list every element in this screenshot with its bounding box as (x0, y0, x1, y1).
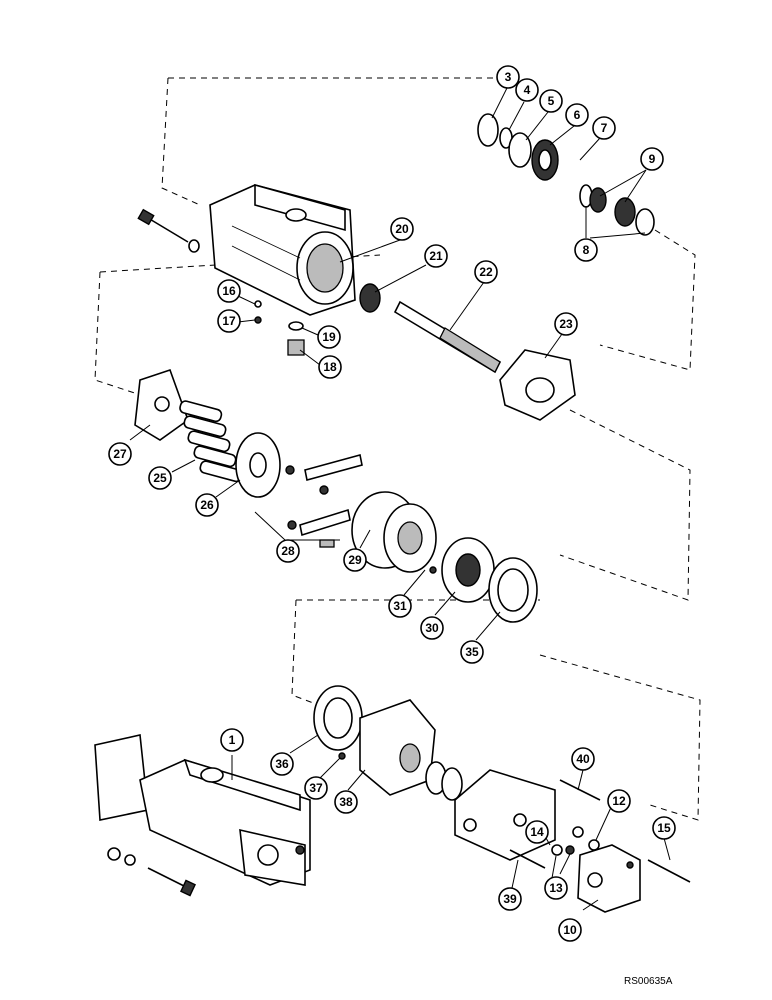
svg-text:10: 10 (563, 923, 577, 937)
svg-text:22: 22 (479, 265, 493, 279)
callout-29: 29 (343, 548, 367, 572)
callout-35: 35 (460, 640, 484, 664)
callout-26: 26 (195, 493, 219, 517)
callout-20: 20 (390, 217, 414, 241)
drawing-reference-code: RS00635A (624, 976, 673, 987)
svg-text:18: 18 (323, 360, 337, 374)
svg-text:28: 28 (281, 544, 295, 558)
mounting-bolt-upper (137, 208, 200, 253)
plug-and-orings (254, 300, 305, 356)
callout-12: 12 (607, 789, 631, 813)
assembled-pump (94, 734, 311, 886)
bearing-and-shaft (359, 283, 502, 374)
svg-text:19: 19 (322, 330, 336, 344)
callout-19: 19 (317, 325, 341, 349)
callout-27: 27 (108, 442, 132, 466)
svg-text:40: 40 (576, 752, 590, 766)
svg-text:5: 5 (548, 94, 555, 108)
rear-seals (425, 761, 463, 801)
callout-36: 36 (270, 752, 294, 776)
callout-16: 16 (217, 279, 241, 303)
callout-18: 18 (318, 355, 342, 379)
svg-text:17: 17 (222, 314, 236, 328)
callout-5: 5 (539, 89, 563, 113)
rear-cover (454, 769, 556, 861)
svg-text:1: 1 (229, 733, 236, 747)
svg-text:23: 23 (559, 317, 573, 331)
swash-plate (134, 368, 189, 441)
svg-text:36: 36 (275, 757, 289, 771)
callout-38: 38 (334, 790, 358, 814)
svg-text:26: 26 (200, 498, 214, 512)
callout-23: 23 (554, 312, 578, 336)
svg-text:7: 7 (601, 121, 608, 135)
callout-10: 10 (558, 918, 582, 942)
callout-30: 30 (420, 616, 444, 640)
callout-40: 40 (571, 747, 595, 771)
callout-1: 1 (220, 728, 244, 752)
svg-text:30: 30 (425, 621, 439, 635)
svg-text:12: 12 (612, 794, 626, 808)
port-plate (499, 349, 576, 421)
callout-37: 37 (304, 776, 328, 800)
callout-25: 25 (148, 466, 172, 490)
callout-6: 6 (565, 103, 589, 127)
callout-17: 17 (217, 309, 241, 333)
svg-text:38: 38 (339, 795, 353, 809)
gasket-set (313, 685, 436, 796)
seal-ring-set (477, 113, 655, 236)
svg-text:15: 15 (657, 821, 671, 835)
svg-text:25: 25 (153, 471, 167, 485)
svg-text:6: 6 (574, 108, 581, 122)
valve-plates (429, 537, 538, 623)
callout-8: 8 (574, 238, 598, 262)
svg-text:31: 31 (393, 599, 407, 613)
callout-7: 7 (592, 116, 616, 140)
mounting-bolt-lower (107, 847, 196, 897)
callout-14: 14 (525, 820, 549, 844)
retainer-plate (235, 432, 281, 498)
svg-text:14: 14 (530, 825, 544, 839)
svg-text:13: 13 (549, 881, 563, 895)
svg-text:27: 27 (113, 447, 127, 461)
svg-text:8: 8 (583, 243, 590, 257)
callout-31: 31 (388, 594, 412, 618)
svg-text:29: 29 (348, 553, 362, 567)
cylinder-block (351, 491, 437, 573)
callout-22: 22 (474, 260, 498, 284)
svg-text:35: 35 (465, 645, 479, 659)
svg-text:37: 37 (309, 781, 323, 795)
housing-upper (209, 183, 356, 316)
piston-set (179, 400, 243, 483)
svg-text:20: 20 (395, 222, 409, 236)
svg-text:21: 21 (429, 249, 443, 263)
callout-3: 3 (496, 65, 520, 89)
svg-text:3: 3 (505, 70, 512, 84)
callout-13: 13 (544, 876, 568, 900)
svg-text:9: 9 (649, 152, 656, 166)
svg-text:39: 39 (503, 892, 517, 906)
bracket-bolts (285, 454, 363, 548)
svg-text:16: 16 (222, 284, 236, 298)
callout-28: 28 (276, 539, 300, 563)
callout-21: 21 (424, 244, 448, 268)
bolts-and-seals (509, 779, 691, 883)
callout-9: 9 (640, 147, 664, 171)
callout-4: 4 (515, 78, 539, 102)
valve-block (577, 844, 641, 913)
callout-15: 15 (652, 816, 676, 840)
callout-39: 39 (498, 887, 522, 911)
svg-text:4: 4 (524, 83, 531, 97)
